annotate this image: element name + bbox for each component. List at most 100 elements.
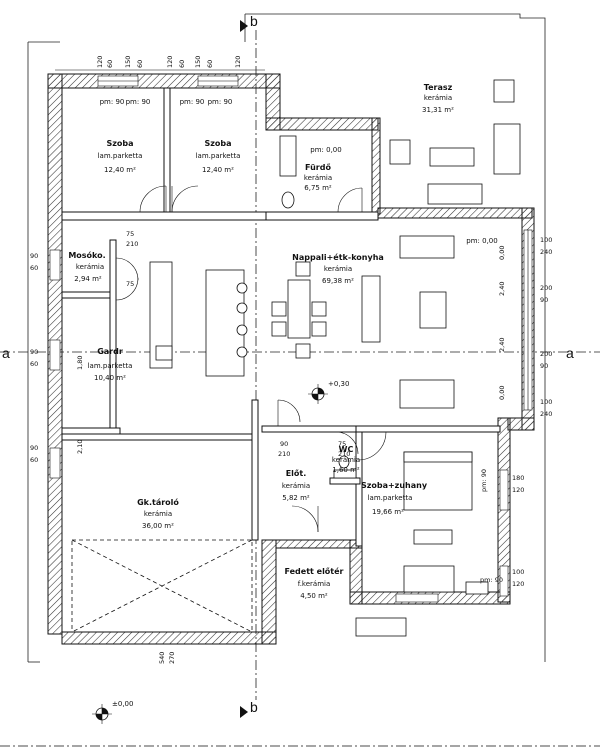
svg-text:150: 150 — [124, 56, 132, 68]
svg-text:lam.parketta: lam.parketta — [368, 494, 413, 502]
svg-text:Fedett előtér: Fedett előtér — [284, 566, 343, 576]
svg-text:pm: 90: pm: 90 — [480, 469, 488, 492]
room-mosoko: Mosóko. kerámia 2,94 m² — [68, 250, 105, 283]
svg-text:pm: 90: pm: 90 — [208, 98, 233, 106]
svg-text:120: 120 — [234, 56, 242, 68]
svg-text:210: 210 — [126, 240, 138, 248]
svg-text:pm: 90: pm: 90 — [126, 98, 151, 106]
svg-text:Előt.: Előt. — [286, 469, 307, 478]
svg-text:4,50 m²: 4,50 m² — [300, 592, 328, 600]
svg-text:12,40 m²: 12,40 m² — [104, 166, 136, 174]
svg-text:180: 180 — [512, 474, 524, 482]
svg-text:kerámia: kerámia — [144, 510, 172, 518]
svg-text:Terasz: Terasz — [424, 83, 453, 92]
room-furdo: pm: 0,00 Fürdő kerámia 6,75 m² — [304, 146, 342, 192]
svg-text:1,60 m²: 1,60 m² — [332, 466, 360, 474]
level-markers: +0,30 ±0,00 — [92, 380, 349, 724]
svg-text:6,75 m²: 6,75 m² — [304, 184, 332, 192]
room-gktarolo: Gk.tároló kerámia 36,00 m² — [137, 497, 179, 530]
svg-text:Szoba: Szoba — [204, 139, 231, 148]
axis-b-bottom: b — [250, 699, 258, 715]
svg-text:240: 240 — [540, 410, 552, 418]
svg-text:240: 240 — [540, 248, 552, 256]
svg-text:+0,30: +0,30 — [328, 380, 349, 388]
svg-text:0,00: 0,00 — [498, 246, 506, 260]
svg-text:10,40 m²: 10,40 m² — [94, 374, 126, 382]
furniture — [71, 79, 521, 637]
svg-text:90: 90 — [540, 362, 548, 370]
svg-text:kerámia: kerámia — [282, 482, 310, 490]
svg-text:120: 120 — [96, 56, 104, 68]
svg-text:270: 270 — [168, 652, 176, 664]
svg-text:WC: WC — [339, 445, 354, 454]
windows — [49, 75, 533, 603]
side-dimensions: 90 60 90 60 90 60 100 240 200 90 200 90 … — [30, 230, 552, 664]
svg-text:pm: 90: pm: 90 — [180, 98, 205, 106]
svg-text:31,31 m²: 31,31 m² — [422, 106, 454, 114]
inner-walls — [61, 87, 501, 547]
room-wc: WC kerámia 1,60 m² — [332, 445, 360, 474]
svg-text:60: 60 — [106, 60, 114, 68]
doors — [115, 185, 387, 533]
svg-text:36,00 m²: 36,00 m² — [142, 522, 174, 530]
svg-text:lam.parketta: lam.parketta — [88, 362, 133, 370]
svg-text:2,40: 2,40 — [498, 282, 506, 296]
svg-text:1,80: 1,80 — [76, 356, 84, 370]
svg-text:pm: 90: pm: 90 — [100, 98, 125, 106]
svg-text:540: 540 — [158, 652, 166, 664]
svg-text:pm: 0,00: pm: 0,00 — [466, 237, 497, 245]
svg-text:60: 60 — [206, 60, 214, 68]
svg-text:2,10: 2,10 — [76, 440, 84, 454]
room-szoba-zuhany: Szoba+zuhany lam.parketta 19,66 m² — [361, 481, 428, 516]
svg-text:120: 120 — [512, 580, 524, 588]
room-gardr: Gardr lam.parketta 10,40 m² — [88, 347, 133, 382]
svg-text:90: 90 — [30, 348, 38, 356]
room-fedett-eloter: Fedett előtér f.kerámia 4,50 m² — [284, 566, 343, 600]
svg-text:100: 100 — [512, 568, 524, 576]
svg-text:90: 90 — [540, 296, 548, 304]
svg-text:Mosóko.: Mosóko. — [68, 250, 105, 260]
svg-text:12,40 m²: 12,40 m² — [202, 166, 234, 174]
svg-text:Fürdő: Fürdő — [305, 163, 331, 172]
level-marker-zero: ±0,00 — [92, 700, 133, 724]
svg-text:±0,00: ±0,00 — [112, 700, 133, 708]
svg-text:75: 75 — [126, 230, 134, 238]
svg-text:0,00: 0,00 — [498, 386, 506, 400]
level-marker-plus: +0,30 — [308, 380, 349, 404]
svg-text:200: 200 — [540, 350, 552, 358]
svg-text:lam.parketta: lam.parketta — [196, 152, 241, 160]
svg-text:Szoba+zuhany: Szoba+zuhany — [361, 481, 428, 490]
top-dimensions: 120 60 150 60 120 60 150 60 120 — [55, 56, 265, 71]
svg-text:120: 120 — [166, 56, 174, 68]
svg-text:60: 60 — [30, 360, 38, 368]
svg-text:90: 90 — [280, 440, 288, 448]
svg-text:pm: 90: pm: 90 — [480, 576, 503, 584]
axis-a-left: a — [2, 345, 10, 361]
svg-text:69,38 m²: 69,38 m² — [322, 277, 354, 285]
svg-text:kerámia: kerámia — [324, 265, 352, 273]
svg-text:2,94 m²: 2,94 m² — [74, 275, 102, 283]
svg-text:60: 60 — [136, 60, 144, 68]
svg-text:pm: 0,00: pm: 0,00 — [310, 146, 341, 154]
svg-text:f.kerámia: f.kerámia — [298, 580, 331, 588]
room-nappali: pm: 0,00 Nappali+étk-konyha kerámia 69,3… — [292, 237, 498, 285]
svg-text:60: 60 — [178, 60, 186, 68]
svg-text:100: 100 — [540, 398, 552, 406]
svg-text:kerámia: kerámia — [424, 94, 452, 102]
svg-text:90: 90 — [30, 252, 38, 260]
svg-text:Szoba: Szoba — [106, 139, 133, 148]
svg-text:kerámia: kerámia — [76, 263, 104, 271]
svg-text:kerámia: kerámia — [332, 456, 360, 464]
svg-text:Nappali+étk-konyha: Nappali+étk-konyha — [292, 252, 384, 262]
room-elot: Előt. kerámia 5,82 m² — [282, 469, 310, 502]
svg-text:kerámia: kerámia — [304, 174, 332, 182]
svg-text:75: 75 — [126, 280, 134, 288]
room-szoba-1: pm: 90 pm: 90 Szoba lam.parketta 12,40 m… — [98, 98, 151, 174]
svg-text:5,82 m²: 5,82 m² — [282, 494, 310, 502]
axis-a-right: a — [566, 345, 574, 361]
svg-text:90: 90 — [30, 444, 38, 452]
svg-text:19,66 m²: 19,66 m² — [372, 508, 404, 516]
svg-text:150: 150 — [194, 56, 202, 68]
svg-text:210: 210 — [278, 450, 290, 458]
